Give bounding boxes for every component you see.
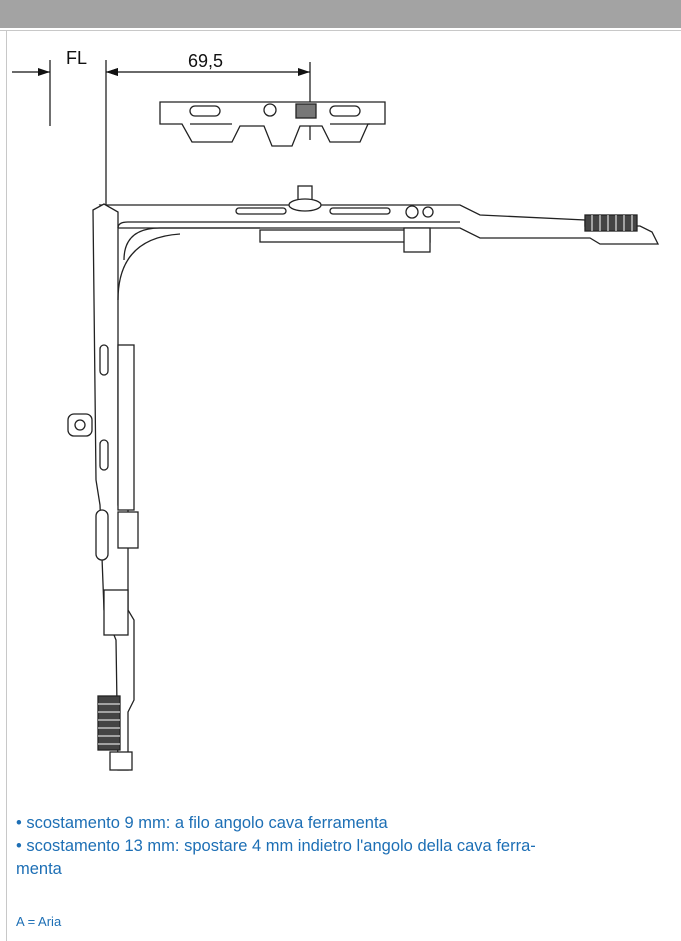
note-item: • scostamento 9 mm: a filo angolo cava f… <box>16 814 388 832</box>
corner-hinge <box>67 185 660 771</box>
notes-section: • scostamento 9 mm: a filo angolo cava f… <box>16 812 666 881</box>
width-dimension-label: 69,5 <box>188 51 224 71</box>
header-bar <box>0 0 681 28</box>
hardware-drawing <box>12 60 660 771</box>
note-item-part: menta <box>16 860 62 878</box>
keeper-plate <box>159 101 386 147</box>
legend: A = Aria <box>16 914 62 929</box>
dimension-lines <box>12 60 311 210</box>
header-rule <box>0 30 681 31</box>
fl-dimension-label: FL <box>66 48 88 68</box>
left-margin-rule <box>6 31 7 941</box>
note-item-part: • scostamento 13 mm: spostare 4 mm indie… <box>16 837 536 855</box>
